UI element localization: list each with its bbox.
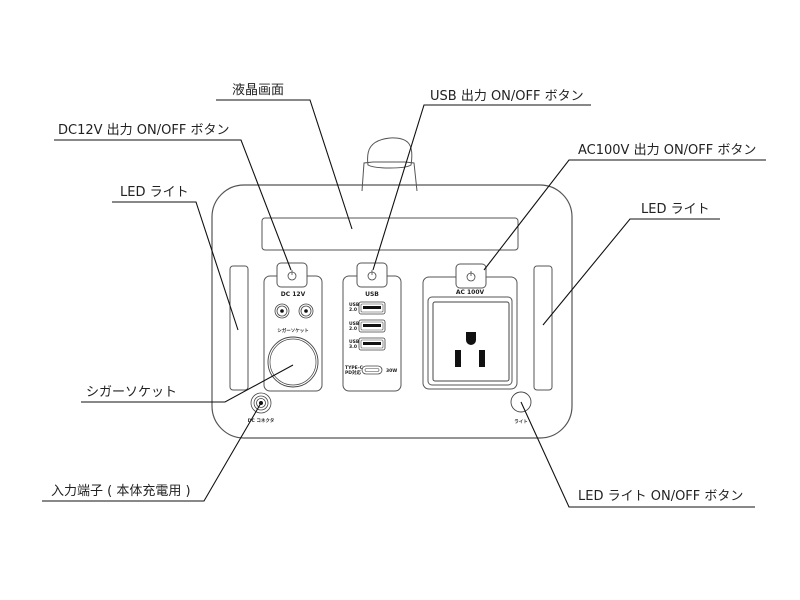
svg-text:TYPE-C: TYPE-C — [345, 365, 364, 371]
usb-port-2[interactable]: USB 2.0 — [349, 319, 386, 333]
svg-text:USB: USB — [349, 339, 360, 345]
svg-text:USB: USB — [349, 321, 360, 327]
power-icon — [466, 271, 476, 282]
dc-output-port-2[interactable] — [298, 303, 314, 319]
power-icon — [287, 270, 297, 281]
carry-handle — [361, 137, 418, 192]
light-label: ライト — [514, 419, 528, 425]
callout-label-dc12v-button: DC12V 出力 ON/OFF ボタン — [58, 123, 229, 138]
dc12v-section: DC 12V シガーソケット — [263, 262, 323, 392]
svg-text:3.0: 3.0 — [349, 344, 357, 350]
dc-connector-label: DC コネクタ — [248, 417, 275, 424]
svg-text:PD対応: PD対応 — [345, 369, 362, 376]
cigar-socket-label: シガーソケット — [277, 327, 309, 334]
callout-input-terminal: 入力端子 ( 本体充電用 ) — [42, 402, 262, 502]
led-light-left — [229, 265, 249, 391]
power-icon — [367, 270, 377, 281]
usb-port-3[interactable]: USB 3.0 — [349, 337, 386, 351]
callout-dc12v-button: DC12V 出力 ON/OFF ボタン — [54, 123, 292, 271]
ac-outlet[interactable] — [432, 301, 510, 382]
callout-usb-button: USB 出力 ON/OFF ボタン — [372, 89, 591, 271]
callout-label-led-right: LED ライト — [641, 202, 710, 217]
callout-ac100v-button: AC100V 出力 ON/OFF ボタン — [483, 143, 766, 271]
ac100v-label: AC 100V — [456, 289, 485, 296]
ac100v-section: AC 100V — [422, 263, 518, 390]
svg-text:2.0: 2.0 — [349, 326, 357, 332]
callout-label-input-terminal: 入力端子 ( 本体充電用 ) — [51, 483, 191, 499]
callout-led-button: LED ライト ON/OFF ボタン — [520, 401, 755, 508]
callout-label-led-button: LED ライト ON/OFF ボタン — [578, 489, 743, 504]
callout-cigar-socket: シガーソケット — [81, 364, 294, 403]
cigar-socket[interactable] — [267, 336, 319, 388]
led-light-right — [533, 265, 553, 391]
lcd-screen — [261, 217, 519, 251]
callout-led-right: LED ライト — [542, 202, 720, 326]
callout-led-left: LED ライト — [112, 185, 239, 331]
svg-text:USB: USB — [349, 302, 360, 308]
usb-typec-port[interactable]: TYPE-C PD対応 30W — [345, 365, 397, 376]
device-body — [211, 184, 573, 439]
callout-label-usb-button: USB 出力 ON/OFF ボタン — [430, 89, 584, 104]
usb-label: USB — [365, 291, 379, 298]
callout-label-ac100v-button: AC100V 出力 ON/OFF ボタン — [578, 143, 756, 158]
dc12v-label: DC 12V — [281, 291, 306, 298]
callout-label-lcd: 液晶画面 — [232, 83, 284, 98]
callout-lcd: 液晶画面 — [216, 83, 353, 230]
callout-label-led-left: LED ライト — [120, 185, 189, 200]
usb-section: USB USB 2.0 USB 2.0 USB 3.0 TYPE-C PD対応 — [342, 262, 402, 392]
svg-text:2.0: 2.0 — [349, 307, 357, 313]
usb-port-1[interactable]: USB 2.0 — [349, 301, 386, 315]
typec-wattage: 30W — [386, 368, 397, 374]
dc-output-port-1[interactable] — [274, 303, 290, 319]
ac-outlet-frame — [427, 296, 513, 386]
callout-label-cigar-socket: シガーソケット — [86, 385, 177, 400]
led-light-button[interactable] — [510, 391, 532, 413]
